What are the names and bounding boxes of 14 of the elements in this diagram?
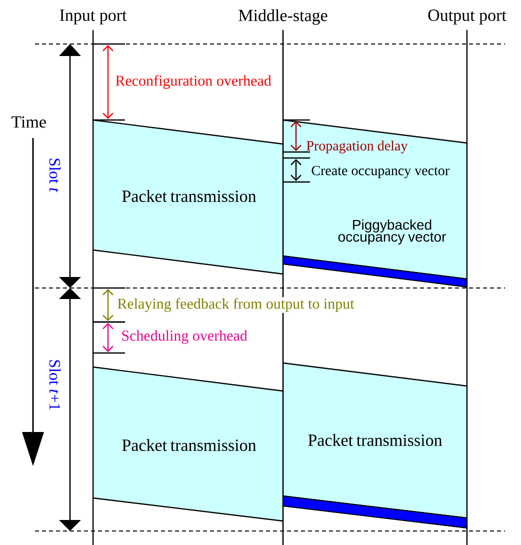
annotation-label: Input port (60, 10, 127, 24)
annotation-label: Reconfiguration overhead (116, 75, 272, 89)
slot-label: Slot t+1 (49, 360, 61, 410)
transmission-band: Packet transmission (282, 362, 468, 519)
annotation-label: Create occupancy vector (312, 166, 450, 178)
slot-label: Slot t (49, 158, 61, 192)
annotation-label: Output port (428, 10, 506, 24)
annotation-label: Relaying feedback from output to input (116, 297, 356, 313)
transmission-band: Packet transmission (92, 366, 284, 522)
annotation-label: Scheduling overhead (122, 330, 248, 344)
annotation-label: Propagation delay (306, 140, 408, 154)
transmission-band: Packet transmission (92, 119, 284, 275)
annotation-label: Time (12, 116, 46, 128)
annotation-label: Middle-stage (238, 9, 328, 25)
